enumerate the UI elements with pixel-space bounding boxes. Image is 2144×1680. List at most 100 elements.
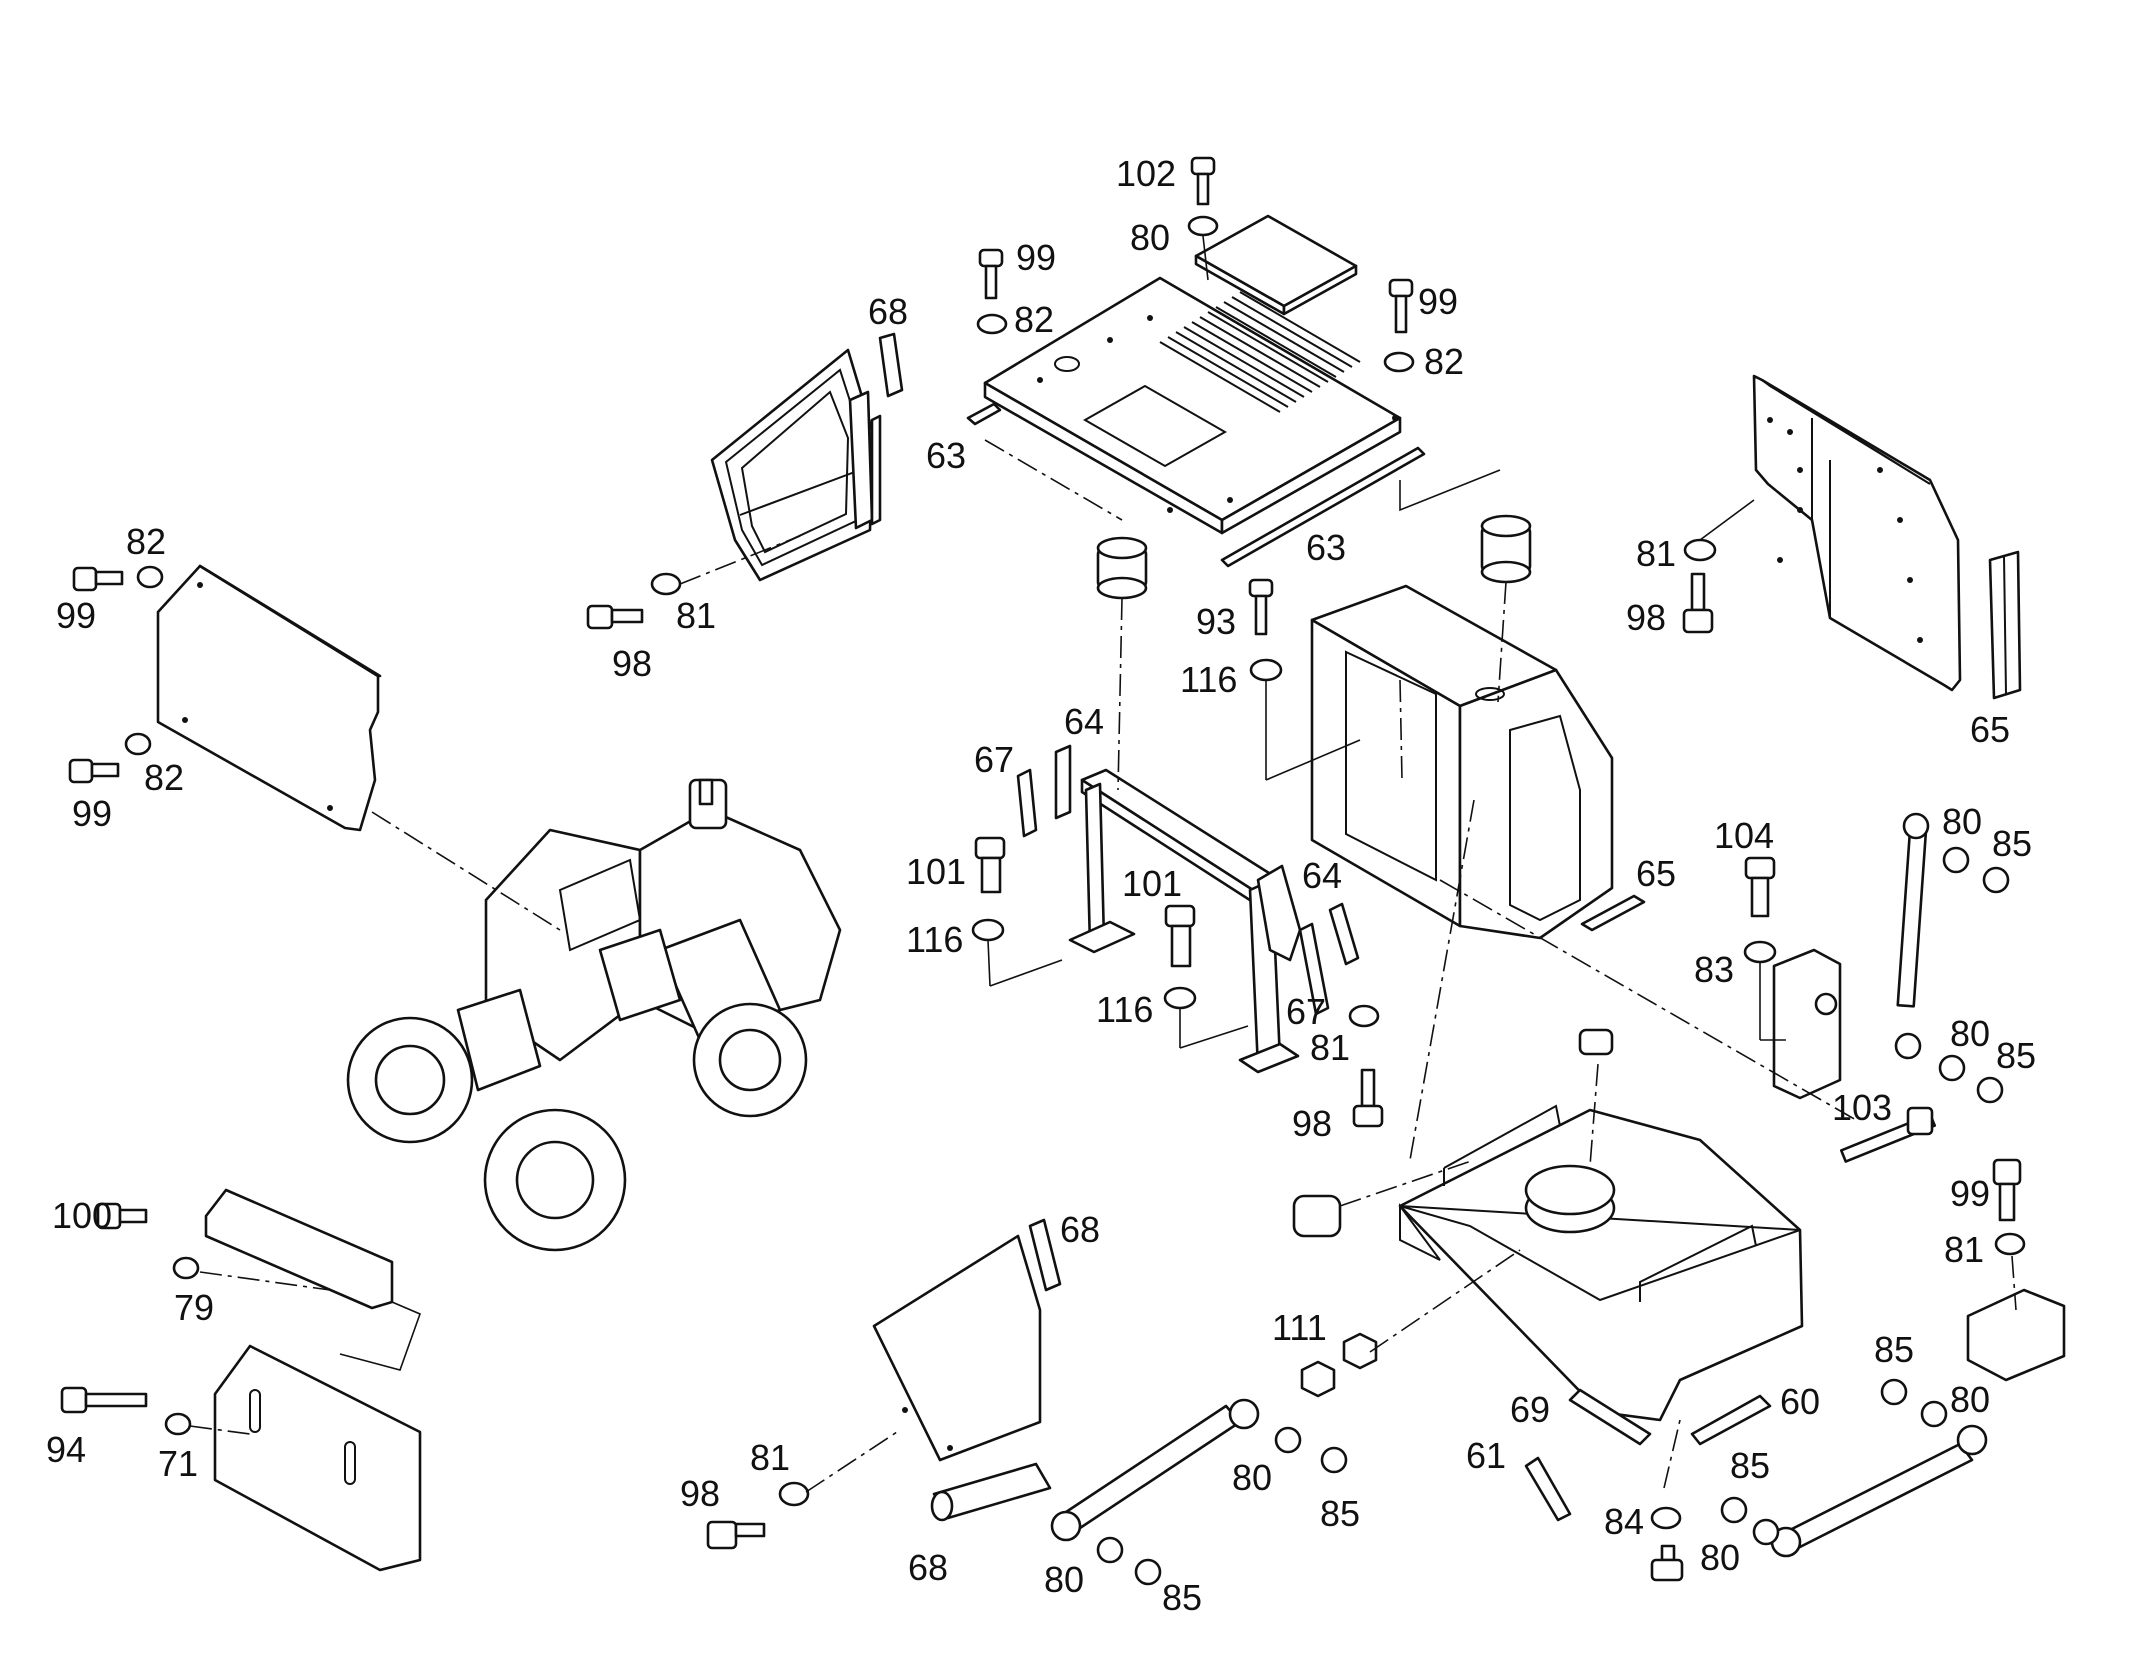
mounting-bracket <box>1772 948 1842 1100</box>
callout-81: 81 <box>1310 1027 1350 1068</box>
frame-strip-64 <box>1054 744 1072 820</box>
washer-71 <box>164 1412 192 1436</box>
bolt-99 <box>72 566 124 592</box>
bolt-101 <box>1164 904 1196 968</box>
callout-99: 99 <box>1950 1173 1990 1214</box>
callout-101: 101 <box>1122 863 1182 904</box>
fuel-tank <box>1398 1104 1804 1422</box>
callout-116: 116 <box>1180 659 1237 700</box>
bolt-94 <box>60 1386 148 1414</box>
callout-80: 80 <box>1044 1559 1084 1600</box>
callout-71: 71 <box>158 1443 198 1484</box>
callout-85: 85 <box>1996 1035 2036 1076</box>
washer-116 <box>1249 658 1283 682</box>
washer-83 <box>1743 940 1777 964</box>
gas-strut-left <box>1050 1398 1260 1542</box>
callout-100: 100 <box>52 1195 112 1236</box>
callout-93: 93 <box>1196 601 1236 642</box>
clip-85 <box>1976 1076 2004 1104</box>
washer-81 <box>1994 1232 2026 1256</box>
door-panel <box>710 348 882 582</box>
bolt-103 <box>1839 1106 1937 1163</box>
callout-81: 81 <box>1944 1229 1984 1270</box>
console-box <box>1310 584 1614 940</box>
washer-80 <box>1187 215 1219 237</box>
bolt-104 <box>1744 856 1776 918</box>
rubber-mount <box>1480 514 1532 584</box>
frame-strip-67 <box>1016 768 1038 838</box>
rubber-strip-69 <box>1568 1388 1652 1446</box>
washer-84 <box>1650 1506 1682 1530</box>
callout-98: 98 <box>1626 597 1666 638</box>
lower-access-panel <box>872 1234 1042 1462</box>
seal-strip-65 <box>1988 550 2022 700</box>
callout-111: 111 <box>1272 1307 1327 1348</box>
callout-85: 85 <box>1992 823 2032 864</box>
clamp-bracket <box>1966 1288 2066 1382</box>
washer-82 <box>124 732 152 756</box>
callout-80: 80 <box>1232 1457 1272 1498</box>
seal-strip-68 <box>1028 1218 1062 1292</box>
bolt-99 <box>68 758 120 784</box>
callout-81: 81 <box>676 595 716 636</box>
callout-labels: 102 80 99 82 99 82 68 63 63 81 98 82 99 … <box>46 153 2036 1618</box>
seal-strip-65 <box>1580 894 1646 932</box>
assembly-lines <box>189 235 2017 1493</box>
drain-plug <box>1292 1194 1342 1238</box>
callout-79: 79 <box>174 1287 214 1328</box>
bolt-101 <box>974 836 1006 894</box>
callout-98: 98 <box>612 643 652 684</box>
washer-116 <box>971 918 1005 942</box>
callout-80: 80 <box>1942 801 1982 842</box>
callout-69: 69 <box>1510 1389 1550 1430</box>
rubber-strip-60 <box>1690 1394 1772 1446</box>
callout-85: 85 <box>1874 1329 1914 1370</box>
callout-82: 82 <box>144 757 184 798</box>
frame-strip-64 <box>1328 902 1360 966</box>
callout-98: 98 <box>1292 1103 1332 1144</box>
callout-85: 85 <box>1162 1577 1202 1618</box>
washer-80 <box>1920 1400 1948 1428</box>
callout-98: 98 <box>680 1473 720 1514</box>
callout-61: 61 <box>1466 1435 1506 1476</box>
bolt-100 <box>96 1202 148 1230</box>
callout-116: 116 <box>1096 989 1153 1030</box>
bottom-guard-lower <box>213 1344 422 1572</box>
fuel-cap-mount <box>1578 1028 1614 1056</box>
washer-81 <box>650 572 682 596</box>
callout-84: 84 <box>1604 1501 1644 1542</box>
washer-80 <box>1752 1518 1780 1546</box>
washer-80 <box>1942 846 1970 874</box>
bolt-93 <box>1248 578 1274 636</box>
callout-82: 82 <box>1014 299 1054 340</box>
seal-strip-68 <box>878 332 904 398</box>
callout-82: 82 <box>1424 341 1464 382</box>
callout-65: 65 <box>1636 853 1676 894</box>
callout-63: 63 <box>926 435 966 476</box>
callout-99: 99 <box>72 793 112 834</box>
gas-strut-lower-right <box>1770 1424 1988 1558</box>
callout-64: 64 <box>1302 855 1342 896</box>
callout-65: 65 <box>1970 709 2010 750</box>
bottom-guard-upper <box>204 1188 394 1310</box>
bolt-98 <box>586 604 644 630</box>
clip-85 <box>1320 1446 1348 1474</box>
callout-99: 99 <box>56 595 96 636</box>
cab-frame <box>1068 768 1302 1074</box>
rubber-strip-61 <box>1524 1456 1572 1522</box>
bolt-98 <box>1352 1068 1384 1128</box>
washer-116 <box>1163 986 1197 1010</box>
rubber-mount <box>1096 536 1148 600</box>
callout-80: 80 <box>1950 1013 1990 1054</box>
callout-82: 82 <box>126 521 166 562</box>
washer-81 <box>1348 1004 1380 1028</box>
callout-68: 68 <box>1060 1209 1100 1250</box>
callout-60: 60 <box>1780 1381 1820 1422</box>
clip-85 <box>1134 1558 1162 1586</box>
callout-83: 83 <box>1694 949 1734 990</box>
side-panel-left <box>156 564 382 832</box>
callout-67: 67 <box>974 739 1014 780</box>
callout-80: 80 <box>1700 1537 1740 1578</box>
clip-85 <box>1720 1496 1748 1524</box>
callout-64: 64 <box>1064 701 1104 742</box>
